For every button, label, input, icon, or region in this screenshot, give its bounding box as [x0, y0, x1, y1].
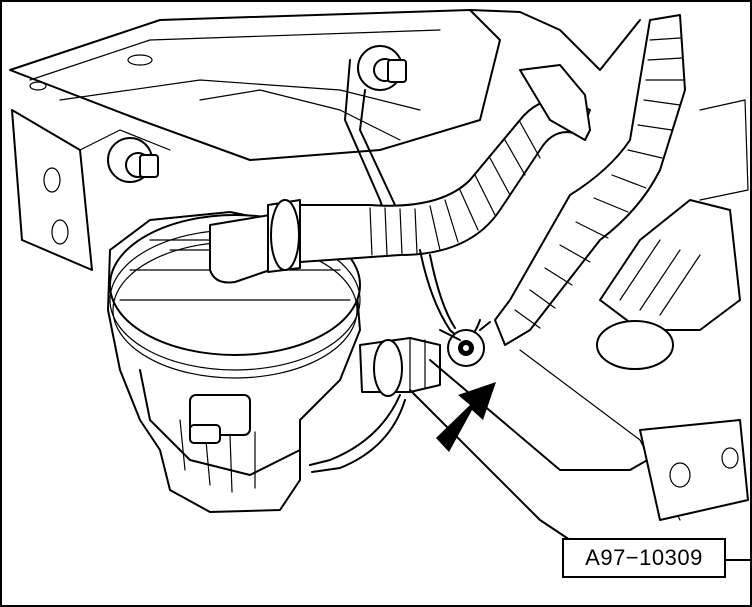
pump-outlet-elbow — [209, 199, 301, 284]
mounting-bolt-top — [344, 45, 407, 231]
mounting-bolt-left — [107, 137, 159, 183]
pump-inlet-pipe — [359, 337, 441, 397]
figure-reference-code: A97−10309 — [562, 538, 726, 578]
right-corrugated-hose — [494, 14, 686, 346]
arrow-up-right-icon — [436, 382, 496, 452]
left-bracket — [11, 109, 171, 271]
right-bracket-assembly — [596, 99, 749, 370]
ground-connection-bolt — [439, 321, 491, 367]
body-panel — [9, 9, 641, 161]
secondary-air-pump — [107, 211, 361, 513]
